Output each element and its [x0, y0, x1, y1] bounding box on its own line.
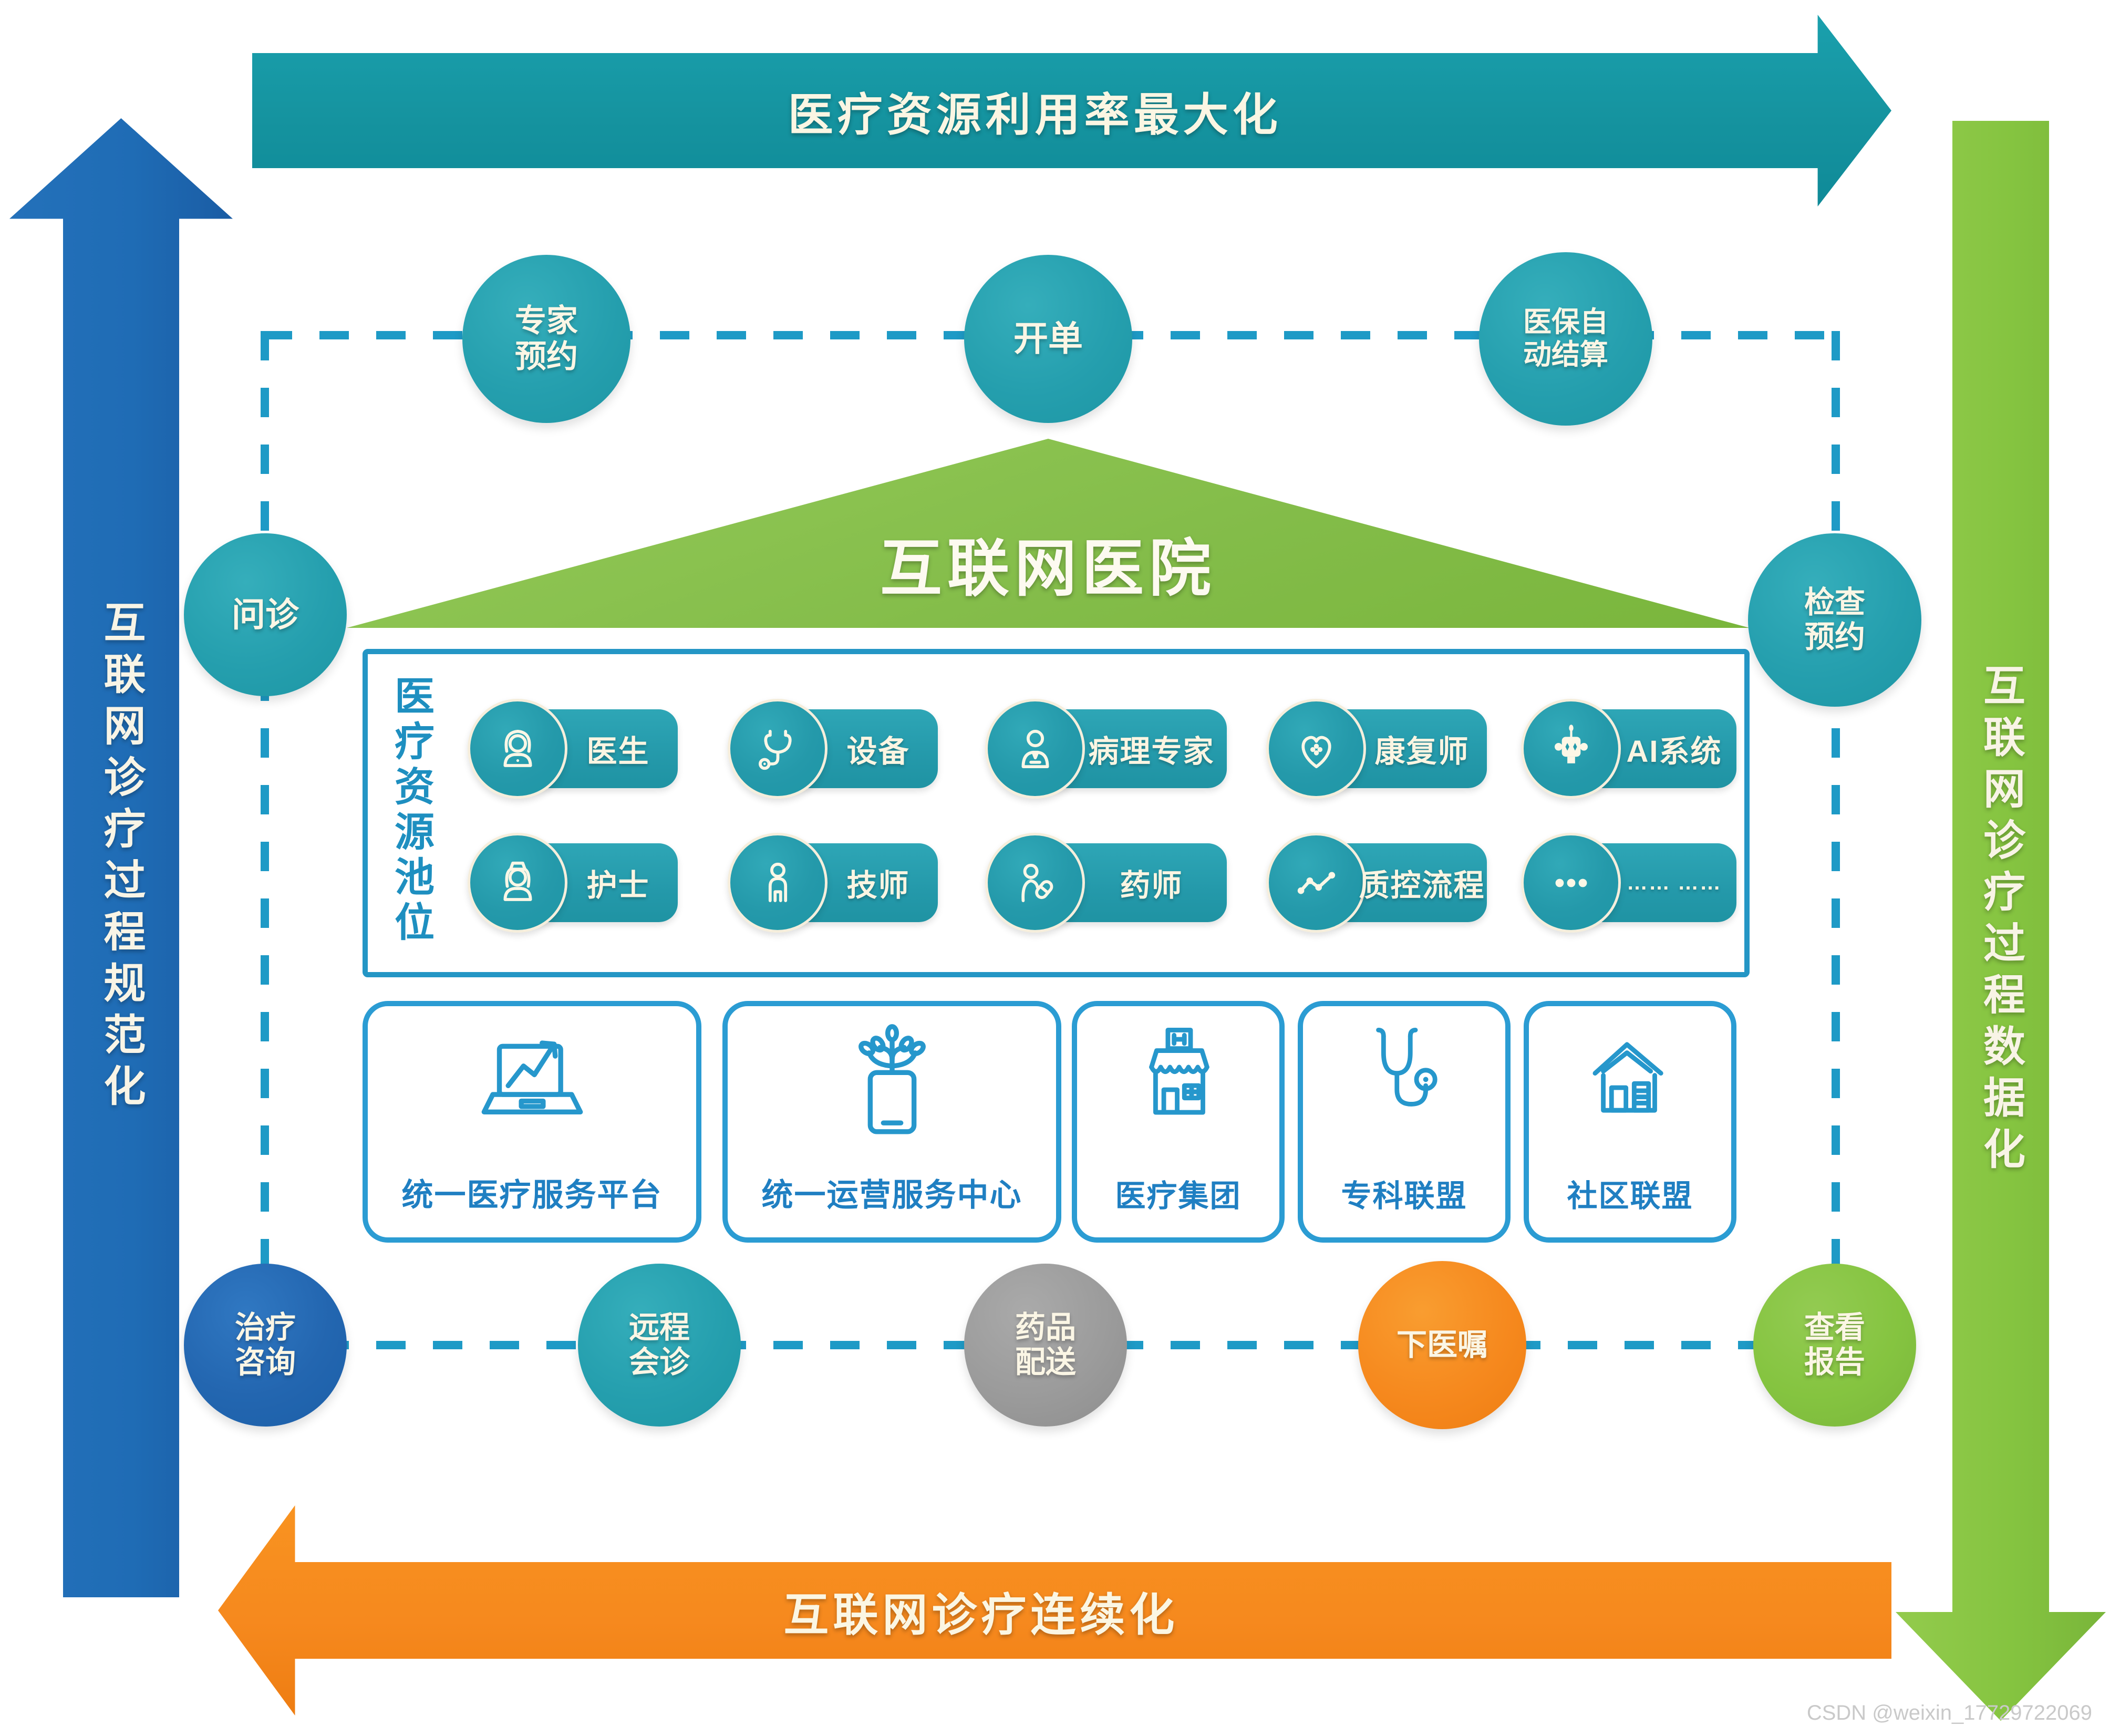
left-arrow-label: 互联网诊疗过程规范化 — [98, 600, 145, 1115]
resource-pill-ai: AI系统 — [1521, 699, 1736, 799]
resource-pill-nurse: 护士 — [468, 833, 678, 933]
resource-pill-pharmacist: 药师 — [985, 833, 1227, 933]
stethoscope-big-icon — [1303, 1016, 1505, 1139]
circle-order-line1: 开单 — [1013, 319, 1083, 358]
circle-remote-consult: 远程 会诊 — [578, 1264, 741, 1427]
circle-view-report-line2: 报告 — [1804, 1345, 1865, 1379]
circle-place-order: 下医嘱 — [1358, 1261, 1526, 1429]
circle-inquiry-line1: 问诊 — [232, 595, 299, 634]
robot-icon — [1521, 699, 1621, 799]
bottom-arrow-label: 互联网诊疗连续化 — [783, 1589, 1179, 1640]
process-loop-left-line — [261, 331, 269, 1349]
hospital-store-icon — [1077, 1016, 1279, 1139]
laptop-chart-icon — [368, 1016, 696, 1147]
org-box-label: 统一运营服务中心 — [761, 1177, 1022, 1213]
circle-view-report-line1: 查看 — [1804, 1310, 1865, 1345]
circle-remote-consult-line1: 远程 — [628, 1310, 690, 1345]
org-box-label: 统一医疗服务平台 — [401, 1177, 663, 1213]
circle-place-order-line1: 下医嘱 — [1396, 1327, 1488, 1362]
circle-exam-booking: 检查 预约 — [1748, 533, 1921, 707]
circle-remote-consult-line2: 会诊 — [628, 1345, 690, 1379]
org-box-label: 专科联盟 — [1341, 1179, 1467, 1213]
circle-order: 开单 — [964, 255, 1132, 423]
pill-label: 技师 — [846, 869, 910, 903]
pill-label: 护士 — [586, 869, 650, 903]
pill-label: 设备 — [846, 735, 910, 769]
technician-icon — [728, 833, 828, 933]
stethoscope-icon — [728, 699, 828, 799]
resource-pill-more: …… …… — [1521, 833, 1736, 933]
circle-drug-delivery: 药品 配送 — [964, 1264, 1127, 1427]
top-arrow-label: 医疗资源利用率最大化 — [788, 90, 1282, 140]
watermark: CSDN @weixin_17729722069 — [1806, 1701, 2092, 1724]
resource-pool-title: 医疗资源池位 — [388, 675, 433, 946]
pill-label: 医生 — [586, 735, 650, 769]
resource-pill-rehab: 康复师 — [1266, 699, 1487, 799]
circle-exam-booking-line1: 检查 — [1804, 585, 1865, 619]
org-box-label: 医疗集团 — [1115, 1179, 1242, 1213]
circle-treatment-consult-line1: 治疗 — [234, 1310, 296, 1345]
circle-expert-booking: 专家 预约 — [462, 255, 630, 423]
bottom-arrow: 互联网诊疗连续化 — [218, 1505, 1891, 1716]
circle-expert-booking-line2: 预约 — [515, 339, 578, 374]
circle-insurance-settle-line2: 动结算 — [1523, 339, 1608, 370]
nurse-icon — [468, 833, 567, 933]
circle-drug-delivery-line2: 配送 — [1015, 1345, 1076, 1379]
org-box-label: 社区联盟 — [1567, 1179, 1693, 1213]
doctor-icon — [468, 699, 567, 799]
right-arrow-label: 互联网诊疗过程数据化 — [1978, 663, 2024, 1179]
circle-view-report: 查看 报告 — [1753, 1264, 1916, 1427]
circle-expert-booking-line1: 专家 — [515, 303, 578, 338]
org-box-specialty-alliance: 专科联盟 — [1298, 1001, 1511, 1243]
resource-pill-doctor: 医生 — [468, 699, 678, 799]
org-box-community-alliance: 社区联盟 — [1524, 1001, 1736, 1243]
pill-label: …… …… — [1626, 871, 1722, 894]
circle-insurance-settle-line1: 医保自 — [1523, 306, 1608, 338]
hospital-roof: 互联网医院 — [347, 439, 1750, 628]
circle-treatment-consult: 治疗 咨询 — [184, 1264, 347, 1427]
pill-label: 质控流程 — [1359, 869, 1485, 903]
pathologist-icon — [985, 699, 1085, 799]
org-box-operation-center: 统一运营服务中心 — [722, 1001, 1061, 1243]
circle-drug-delivery-line1: 药品 — [1015, 1310, 1076, 1345]
org-box-service-platform: 统一医疗服务平台 — [363, 1001, 701, 1243]
house-icon — [1529, 1016, 1731, 1139]
pill-label: 病理专家 — [1088, 735, 1215, 769]
hospital-roof-label: 互联网医院 — [880, 534, 1216, 604]
circle-insurance-settle: 医保自 动结算 — [1479, 252, 1652, 426]
circle-exam-booking-line2: 预约 — [1804, 620, 1865, 654]
circle-treatment-consult-line2: 咨询 — [234, 1345, 296, 1379]
pill-label: AI系统 — [1626, 735, 1722, 769]
top-arrow: 医疗资源利用率最大化 — [252, 15, 1891, 206]
ellipsis-icon — [1521, 833, 1621, 933]
org-box-medical-group: 医疗集团 — [1072, 1001, 1285, 1243]
process-loop-right-line — [1832, 331, 1840, 1349]
right-arrow: 互联网诊疗过程数据化 — [1896, 121, 2106, 1721]
resource-pill-pathologist: 病理专家 — [985, 699, 1227, 799]
resource-pill-equipment: 设备 — [728, 699, 938, 799]
pharmacist-icon — [985, 833, 1085, 933]
resource-pill-technician: 技师 — [728, 833, 938, 933]
quality-chart-icon — [1266, 833, 1366, 933]
pill-label: 药师 — [1120, 869, 1183, 903]
pill-label: 康复师 — [1374, 735, 1470, 769]
resource-pill-quality: 质控流程 — [1266, 833, 1487, 933]
heart-cross-icon — [1266, 699, 1366, 799]
circle-inquiry: 问诊 — [184, 533, 347, 696]
tablet-network-icon — [728, 1016, 1056, 1147]
